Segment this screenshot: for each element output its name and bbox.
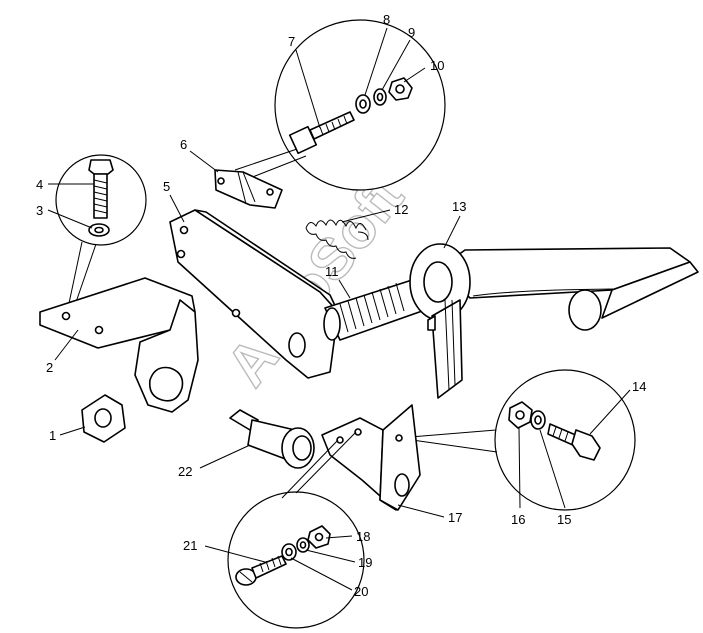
nut-1 [81, 394, 126, 443]
axle-11 [323, 279, 426, 341]
bracket-17 [321, 404, 421, 511]
callout-8: 8 [383, 12, 390, 27]
callout-16: 16 [511, 512, 525, 527]
callout-14: 14 [632, 379, 646, 394]
callout-7: 7 [288, 34, 295, 49]
callout-3: 3 [36, 203, 43, 218]
bolt-7 [288, 111, 355, 155]
callout-labels: 1 2 3 4 5 6 7 8 9 10 11 12 13 14 15 16 1… [36, 12, 646, 599]
callout-20: 20 [354, 584, 368, 599]
callout-4: 4 [36, 177, 43, 192]
bolt-4 [88, 159, 114, 219]
bolt-14 [547, 423, 601, 461]
detail-circle-top [234, 19, 446, 191]
bracket-2 [39, 277, 199, 413]
callout-13: 13 [452, 199, 466, 214]
callout-15: 15 [557, 512, 571, 527]
callout-17: 17 [448, 510, 462, 525]
bracket-6 [214, 169, 283, 209]
callout-10: 10 [430, 58, 444, 73]
callout-1: 1 [49, 428, 56, 443]
callout-2: 2 [46, 360, 53, 375]
lever-plate-5 [169, 209, 339, 379]
pedal-arm-13 [409, 243, 699, 399]
callout-22: 22 [178, 464, 192, 479]
callout-21: 21 [183, 538, 197, 553]
detail-circle-bottom [227, 431, 365, 629]
callout-6: 6 [180, 137, 187, 152]
spring-12 [305, 219, 369, 259]
callout-18: 18 [356, 529, 370, 544]
leader-lines [47, 27, 631, 591]
callout-11: 11 [325, 264, 339, 279]
callout-5: 5 [163, 179, 170, 194]
callout-9: 9 [408, 25, 415, 40]
switch-22 [229, 409, 315, 469]
detail-circle-right [397, 369, 636, 511]
callout-19: 19 [358, 555, 372, 570]
callout-12: 12 [394, 202, 408, 217]
bolt-21 [235, 555, 287, 586]
